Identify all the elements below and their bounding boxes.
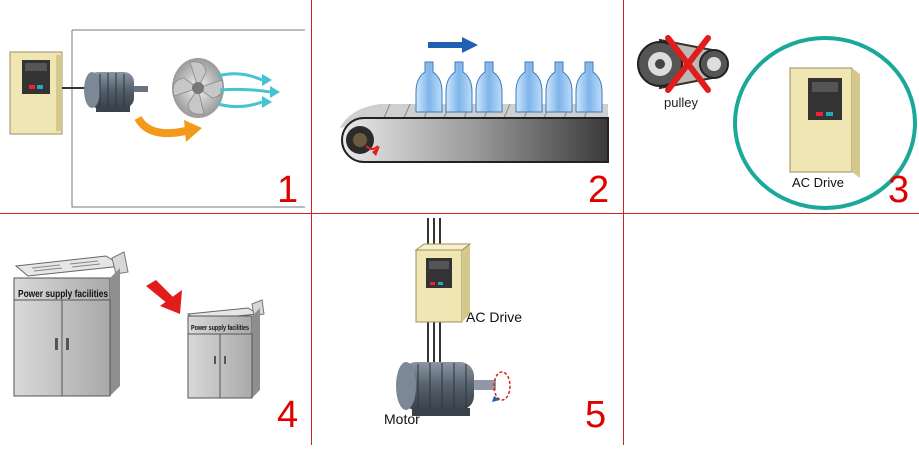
down-arrow-icon	[146, 280, 182, 314]
conveyor-icon	[340, 103, 609, 163]
ac-drive-icon	[414, 243, 472, 323]
fan-icon	[172, 58, 224, 118]
panel-3: pulley AC Drive	[637, 35, 917, 210]
cross-icon	[665, 35, 711, 93]
panel-4	[13, 251, 265, 399]
cabinet-icon-small	[186, 299, 265, 399]
airflow-icon	[217, 72, 280, 109]
bottle-icon	[415, 61, 603, 113]
panel-5-number: 5	[585, 394, 606, 436]
motor-label: Motor	[384, 411, 420, 427]
motor-icon	[396, 362, 496, 416]
panel-1	[9, 29, 305, 208]
pulley-label: pulley	[664, 95, 698, 110]
panel-4-number: 4	[277, 394, 298, 436]
panel-5: AC Drive Motor	[384, 218, 522, 427]
ac-drive-icon	[9, 51, 63, 135]
cabinet-icon-large	[13, 251, 129, 397]
small-cabinet-label: Power supply facilities	[191, 325, 249, 332]
pulley-icon	[637, 38, 729, 90]
direction-arrow-icon	[428, 37, 478, 53]
large-cabinet-label: Power supply facilities	[18, 289, 108, 300]
panel-2	[340, 37, 609, 163]
drive-label-panel-3: AC Drive	[792, 175, 844, 190]
panel-3-number: 3	[888, 169, 909, 211]
ac-drive-icon	[789, 67, 860, 178]
motor-icon	[84, 72, 148, 112]
panel-1-number: 1	[277, 169, 298, 211]
drive-label-panel-5: AC Drive	[466, 309, 522, 325]
rotation-icon	[492, 371, 511, 402]
panel-2-number: 2	[588, 169, 609, 211]
rotation-arrow-icon	[134, 115, 191, 137]
highlight-ring	[733, 36, 917, 210]
